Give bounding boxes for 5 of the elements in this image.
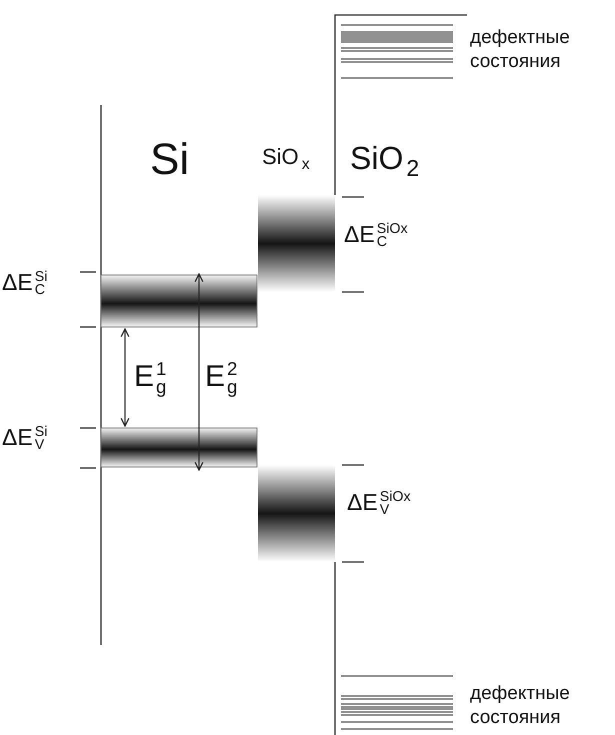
defect-states-label: дефектные состояния [470, 26, 571, 74]
defect-states-label: дефектные состояния [470, 682, 571, 730]
material-label: SiO$_{x}$ [262, 146, 310, 173]
material-label: SiO$_{2}$ [350, 142, 420, 180]
material-label: Si [150, 138, 190, 182]
